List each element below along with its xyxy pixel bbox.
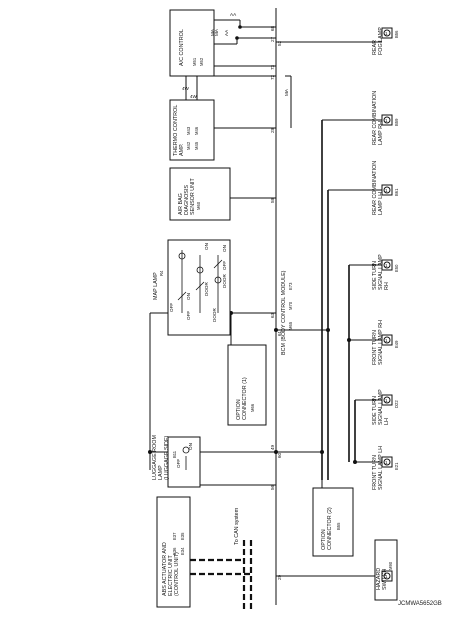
can-label: To CAN system (234, 507, 240, 545)
tag-aa-1: AA (230, 12, 237, 17)
luggage-lamp (167, 436, 201, 488)
thermo-code-0: M42 (186, 141, 191, 150)
lamp-pin: 1 (385, 338, 388, 343)
hazard-switch (374, 539, 398, 601)
luggage-code: B11 (172, 450, 177, 458)
option1-code: M66 (250, 403, 255, 412)
pin-58: 58 (270, 197, 275, 203)
side-turn-lh-code: D22 (394, 400, 399, 408)
lamp-pin: 1 (385, 574, 388, 579)
lamp-pin: 1 (385, 118, 388, 123)
pin-49: 49 (270, 444, 275, 450)
thermo-label: THERMO CONTROL AMP. (173, 103, 185, 156)
rear-comb-lh-label: REAR COMBINATION LAMP LH (372, 159, 384, 215)
tag-ma-3: MA (210, 28, 215, 36)
option-connector-1 (227, 344, 267, 426)
option2-code: B55 (336, 522, 341, 530)
side-turn-rh-label: SIDE TURN SIGNAL LAMP RH (372, 253, 390, 290)
lamp-pin: 1 (385, 188, 388, 193)
pin-61: 61 (277, 330, 282, 336)
pin-63: 63 (270, 312, 275, 318)
option1-label: OPTION CONNECTOR (1) (236, 377, 248, 420)
abs-code-3: E37 (172, 532, 177, 540)
pin-72: 72 (270, 74, 275, 80)
rear-fog-code: B56 (394, 30, 399, 38)
thermo-code-2: M45 (194, 141, 199, 150)
side-turn-rh-code: E50 (394, 264, 399, 272)
rear-fog-label: REAR FOG LAMP (372, 27, 384, 55)
airbag-code: M60 (196, 201, 201, 210)
sw-on-4: ON (188, 443, 193, 450)
bcm-code-1: M70 (288, 301, 293, 310)
bcm-code-0: M65 (288, 321, 293, 330)
tag-aa-2: AA (224, 29, 229, 36)
sw-on-1: ON (204, 243, 209, 250)
tag-ma-2: MA (284, 88, 289, 96)
option-connector-2 (312, 487, 354, 557)
side-turn-lh-label: SIDE TURN SIGNAL LAMP LH (372, 388, 390, 425)
tag-4w-2: 4W (190, 94, 198, 99)
hazard-code: M90 (388, 561, 393, 570)
lamp-pin: 1 (385, 31, 388, 36)
sw-off-4: OFF (176, 459, 181, 468)
front-turn-lh-code: E21 (394, 462, 399, 470)
abs-unit (156, 496, 191, 608)
thermo-code-1: M43 (186, 126, 191, 135)
pin-52: 52 (277, 40, 282, 46)
pin-56: 56 (270, 484, 275, 490)
sw-on-2: ON (186, 293, 191, 300)
front-turn-lh-label: FRONT TURN SIGNAL LAMP LH (372, 446, 384, 490)
thermo-code-3: M46 (194, 126, 199, 135)
pin-27: 27 (270, 36, 275, 42)
rear-comb-rh-label: REAR COMBINATION LAMP RH (372, 89, 384, 145)
lamp-pin: 1 (385, 460, 388, 465)
bcm-label: BCM (BODY CONTROL MODULE) (281, 270, 287, 355)
pin-60: 60 (277, 452, 282, 458)
sw-off-3: OFF (222, 261, 227, 270)
sw-door-2: DOOR (212, 308, 217, 322)
abs-code-1: E35 (180, 532, 185, 540)
pin-73: 73 (270, 64, 275, 70)
airbag-label: AIR BAG DIAGNOSIS SENSOR UNIT (178, 177, 196, 215)
sw-on-3: ON (222, 245, 227, 252)
abs-code-0: E34 (180, 547, 185, 555)
abs-label: ABS ACTUATOR AND ELECTRIC UNIT (CONTROL … (162, 541, 180, 596)
ac-code-1: M52 (199, 57, 204, 66)
pin-29: 29 (277, 574, 282, 580)
tag-4w-1: 4W (182, 86, 190, 91)
pin-28: 28 (270, 127, 275, 133)
bcm-code-2: E73 (288, 282, 293, 290)
front-turn-rh-label: FRONT TURN SIGNAL LAMP RH (372, 320, 384, 365)
lamp-pin: 1 (385, 398, 388, 403)
abs-code-2: E36 (172, 547, 177, 555)
diagram-id: JCMWA5652GB (398, 601, 442, 607)
rear-comb-rh-code: B59 (394, 118, 399, 126)
hazard-label: HAZARD SWITCH (376, 566, 388, 590)
luggage-label: LUGGAGE ROOM LAMP (LUGGAGE SIDE) (152, 434, 170, 480)
sw-off-2: OFF (186, 311, 191, 320)
ac-control (169, 9, 215, 77)
air-bag-unit (169, 167, 231, 221)
map-lamp-label: MAP LAMP (153, 272, 159, 300)
map-lamp-code: R4 (159, 270, 164, 276)
ac-code-0: M51 (192, 57, 197, 66)
sw-door-3: DOOR (222, 274, 227, 288)
thermo-control-amp (169, 99, 215, 161)
front-turn-rh-code: E49 (394, 340, 399, 348)
lamp-pin: 1 (385, 263, 388, 268)
pin-68: 68 (270, 25, 275, 31)
option2-label: OPTION CONNECTOR (2) (321, 507, 333, 550)
sw-door-1: DOOR (204, 282, 209, 296)
sw-off-1: OFF (169, 303, 174, 312)
rear-comb-lh-code: B61 (394, 188, 399, 196)
ac-label: A/C CONTROL (179, 29, 185, 66)
tag-ma-1: MA (214, 28, 219, 36)
